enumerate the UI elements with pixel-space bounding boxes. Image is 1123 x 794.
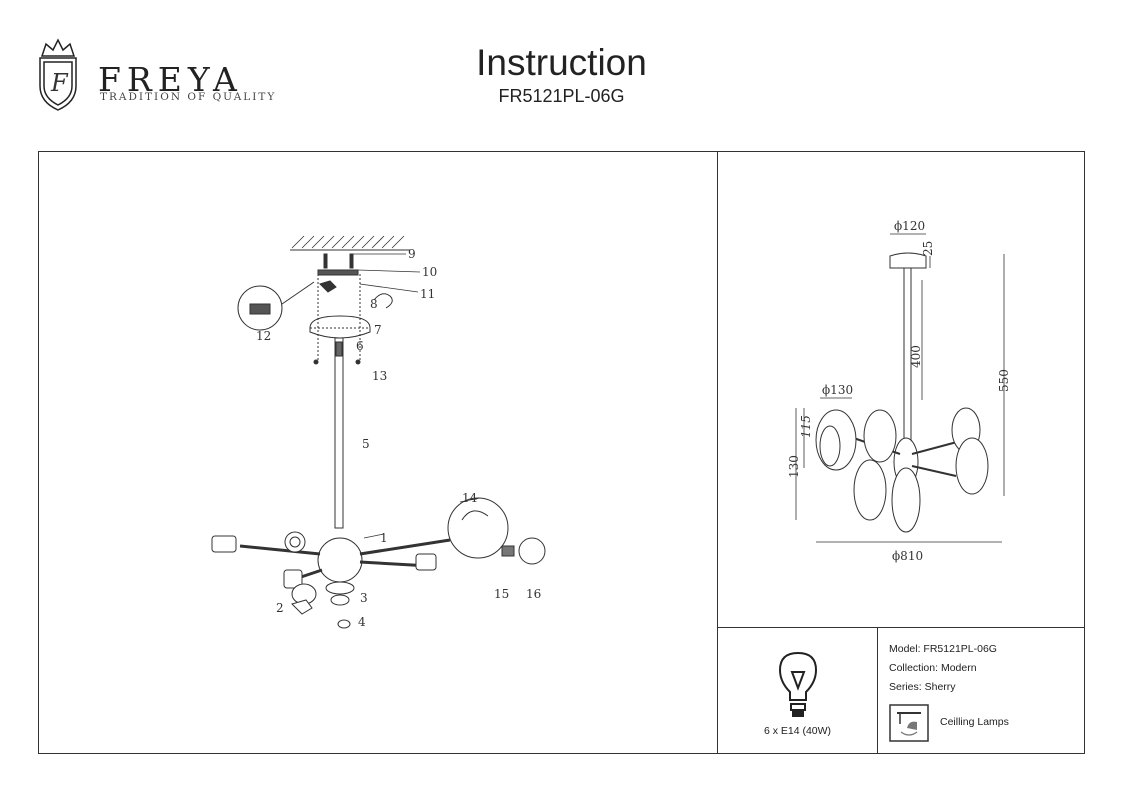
part-label: 8 (370, 297, 378, 311)
dim-canopy-diameter: ϕ120 (894, 219, 925, 233)
bulb-icon (778, 651, 818, 717)
page-title: Instruction (476, 42, 647, 83)
dim-total-diameter: ϕ810 (892, 549, 923, 563)
main-frame (38, 151, 1085, 754)
divider-vertical (717, 151, 718, 754)
part-label: 5 (362, 437, 370, 451)
dim-canopy-height: 25 (921, 241, 935, 256)
dim-shade-diameter: ϕ130 (822, 383, 853, 397)
part-label: 6 (356, 339, 364, 353)
part-label: 2 (276, 601, 284, 615)
dim-rod-length: 400 (909, 345, 923, 368)
part-label: 14 (462, 491, 478, 505)
ceiling-lamp-icon (889, 704, 929, 742)
part-label: 15 (494, 587, 509, 601)
freya-logo: F (39, 38, 77, 111)
crown-shield-icon (39, 38, 77, 111)
spec-model: Model: FR5121PL-06G (889, 643, 997, 655)
dim-arm-height: 130 (787, 455, 801, 478)
part-label: 10 (422, 265, 437, 279)
part-label: 3 (360, 591, 368, 605)
spec-collection: Collection: Modern (889, 662, 977, 674)
divider-specs (877, 627, 878, 754)
category-label: Ceilling Lamps (940, 716, 1009, 728)
part-label: 4 (358, 615, 366, 629)
dimension-drawing: ϕ120 25 400 550 ϕ130 115 130 ϕ810 (787, 219, 1011, 563)
part-label: 1 (380, 531, 388, 545)
divider-horizontal (717, 627, 1085, 628)
part-label: 7 (374, 323, 382, 337)
spec-series: Series: Sherry (889, 681, 956, 693)
dim-total-height: 550 (997, 369, 1011, 392)
part-label: 16 (526, 587, 541, 601)
part-label: 12 (256, 329, 271, 343)
bulb-spec: 6 x E14 (40W) (763, 725, 832, 737)
part-label: 9 (408, 247, 416, 261)
dim-shade-height: 115 (799, 415, 813, 438)
assembly-diagram: 1 2 3 4 5 6 7 8 9 10 11 12 13 14 15 16 (211, 235, 546, 629)
part-label: 13 (372, 369, 387, 383)
brand-name: FREYA (98, 60, 243, 99)
brand-tagline: TRADITION OF QUALITY (100, 91, 277, 103)
model-code: FR5121PL-06G (498, 86, 625, 106)
svg-text:F: F (50, 69, 69, 97)
part-label: 11 (420, 287, 435, 301)
